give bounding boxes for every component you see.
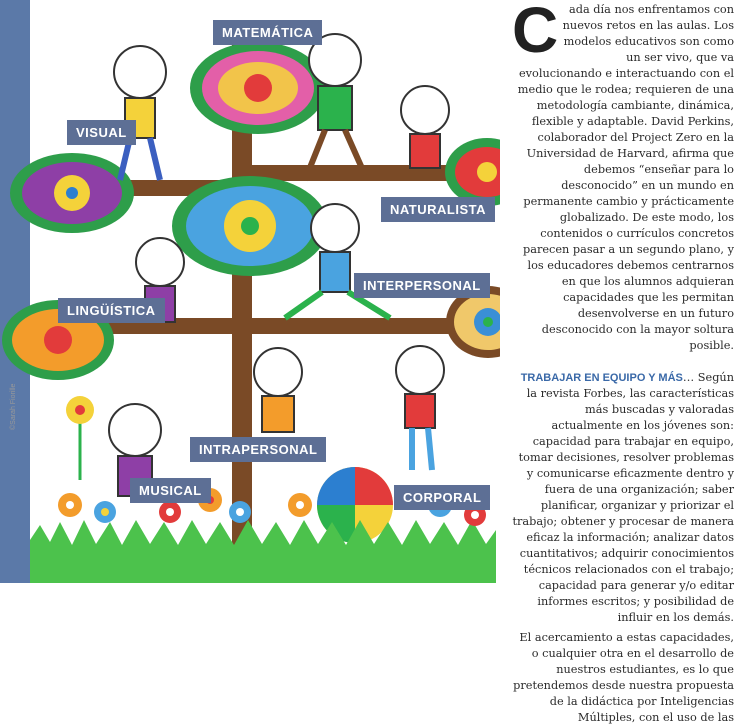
label-matematica: MATEMÁTICA (213, 20, 323, 45)
paragraph-3: El acercamiento a estas capacidades, o c… (513, 631, 734, 724)
leaf-right-lower (446, 286, 500, 358)
paragraph-1-body: ada día nos enfrentamos con nuevos retos… (517, 3, 734, 352)
label-intrapersonal: INTRAPERSONAL (190, 437, 327, 462)
child-visual (113, 45, 167, 181)
child-musical (108, 403, 162, 497)
tree-trunk (232, 20, 252, 560)
leaf-left-upper (10, 153, 134, 233)
label-corporal: CORPORAL (394, 485, 491, 510)
beach-ball (317, 467, 393, 543)
label-visual: VISUAL (67, 120, 136, 145)
section-heading: TRABAJAR EN EQUIPO Y MÁS (520, 372, 683, 384)
child-intrapersonal (253, 347, 303, 433)
label-linguistica: LINGÜÍSTICA (58, 298, 165, 323)
leaf-right-upper (445, 138, 500, 206)
grass-strip (30, 520, 496, 583)
child-corporal (395, 345, 445, 471)
label-interpersonal: INTERPERSONAL (354, 273, 490, 298)
flower-yellow-left (66, 396, 94, 480)
leaf-top (190, 42, 326, 134)
illustration-credit: ©Sarah Fiorille (10, 383, 17, 430)
drop-cap: C (512, 0, 559, 66)
section-heading-ellipsis: … (682, 371, 695, 384)
label-musical: MUSICAL (130, 478, 211, 503)
label-naturalista: NATURALISTA (381, 197, 496, 222)
leaf-center (172, 176, 328, 276)
paragraph-2-body: Según la revista Forbes, las característ… (512, 371, 734, 624)
child-matematica (302, 33, 368, 182)
page-edge-stripe (0, 0, 30, 583)
child-naturalista (400, 85, 450, 169)
paragraph-2: TRABAJAR EN EQUIPO Y MÁS… Según la revis… (512, 370, 734, 626)
